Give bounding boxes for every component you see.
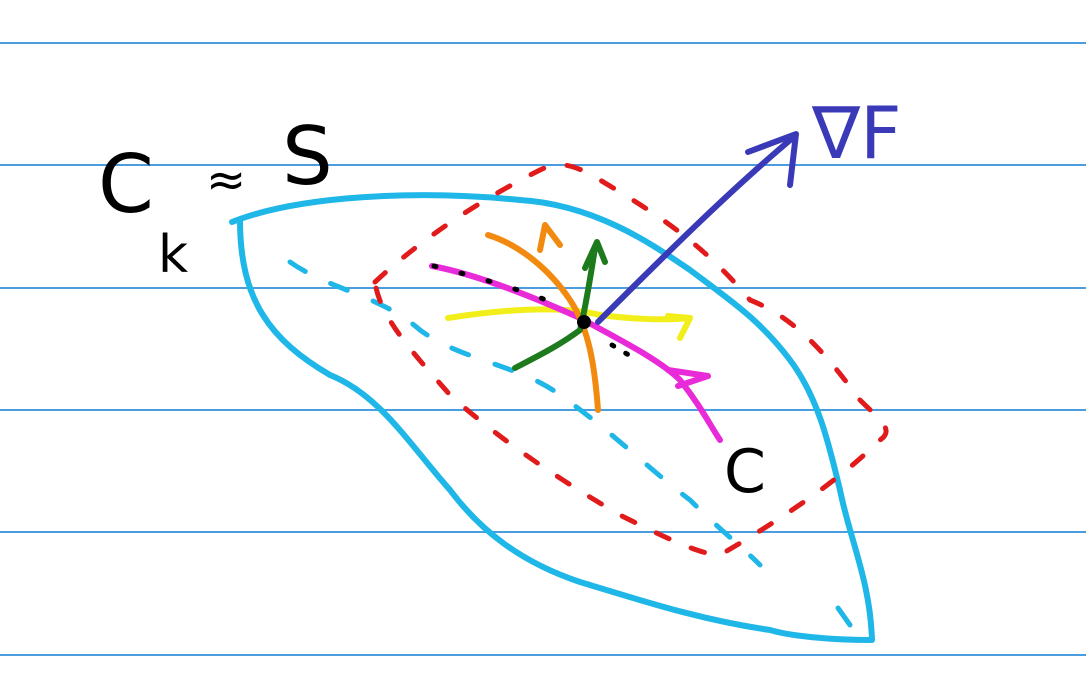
curve-orange bbox=[485, 222, 601, 413]
green-line bbox=[512, 245, 598, 371]
curve-green bbox=[512, 239, 608, 371]
curve-yellow bbox=[445, 306, 693, 341]
label-gradient: ∇F bbox=[811, 91, 902, 175]
gradient-arrowhead bbox=[745, 131, 799, 188]
surface-hidden-edge bbox=[287, 259, 763, 568]
gradient-arrow-shaft bbox=[595, 133, 798, 325]
magenta-arrowhead bbox=[665, 367, 711, 389]
label-s: S bbox=[282, 110, 333, 203]
point-on-surface bbox=[577, 315, 591, 329]
curve-magenta bbox=[429, 263, 723, 443]
tangent-plane-outline bbox=[372, 162, 889, 558]
tangent-dotted-line-right bbox=[609, 342, 635, 360]
gradient-arrow bbox=[595, 131, 799, 325]
yellow-line bbox=[445, 306, 693, 323]
magenta-line bbox=[429, 263, 723, 443]
label-approx: ≈ bbox=[206, 152, 246, 208]
orange-line bbox=[485, 232, 601, 413]
surface-inner-mark bbox=[835, 605, 853, 628]
surface-dash bbox=[287, 259, 763, 568]
label-curve-c: C bbox=[724, 437, 766, 507]
ruled-lines bbox=[0, 42, 1086, 656]
surface-outline bbox=[229, 192, 875, 643]
orange-arrowhead bbox=[537, 222, 563, 253]
label-c: C bbox=[98, 138, 154, 231]
yellow-arrowhead bbox=[665, 313, 693, 341]
label-k-subscript: k bbox=[158, 225, 188, 285]
green-arrowhead bbox=[582, 239, 608, 271]
